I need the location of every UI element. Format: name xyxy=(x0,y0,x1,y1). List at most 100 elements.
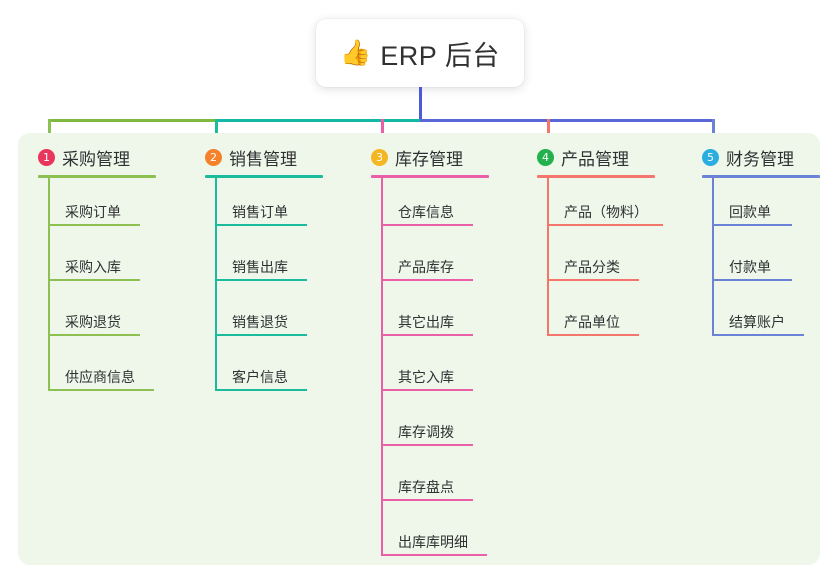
list-item-label: 付款单 xyxy=(729,259,771,275)
column-header-5[interactable]: 5 财务管理 xyxy=(694,144,794,170)
list-item-rule xyxy=(547,334,639,336)
column-header-2[interactable]: 2 销售管理 xyxy=(197,144,297,170)
list-item-label: 采购订单 xyxy=(65,204,121,220)
column-badge-1: 1 xyxy=(38,148,55,166)
list-item-rule xyxy=(381,554,487,556)
content-panel xyxy=(18,133,820,565)
list-item[interactable]: 采购入库 xyxy=(48,257,140,281)
list-item-rule xyxy=(48,334,140,336)
list-item[interactable]: 销售退货 xyxy=(215,312,307,336)
list-item-label: 采购入库 xyxy=(65,259,121,275)
list-item[interactable]: 仓库信息 xyxy=(381,202,473,226)
list-item-label: 库存盘点 xyxy=(398,479,454,495)
bar-teal-segment xyxy=(215,119,423,122)
list-item[interactable]: 产品单位 xyxy=(547,312,639,336)
list-item[interactable]: 库存盘点 xyxy=(381,477,473,501)
column-header-rule-3 xyxy=(371,175,489,178)
list-item[interactable]: 产品分类 xyxy=(547,257,639,281)
column-header-rule-5 xyxy=(702,175,820,178)
column-badge-2: 2 xyxy=(205,148,222,166)
bar-blue-segment xyxy=(420,119,715,122)
list-item[interactable]: 其它入库 xyxy=(381,367,473,391)
thumbs-up-icon: 👍 xyxy=(340,38,372,67)
list-item-label: 销售出库 xyxy=(232,259,288,275)
list-item-label: 产品库存 xyxy=(398,259,454,275)
list-item-label: 产品分类 xyxy=(564,259,620,275)
root-drop-connector xyxy=(419,87,422,122)
list-item-label: 销售订单 xyxy=(232,204,288,220)
list-item-rule xyxy=(381,499,473,501)
list-item[interactable]: 回款单 xyxy=(712,202,792,226)
column-1: 1 采购管理采购订单采购入库采购退货供应商信息 xyxy=(30,144,156,391)
list-item[interactable]: 销售出库 xyxy=(215,257,307,281)
list-item[interactable]: 出库库明细 xyxy=(381,532,487,556)
column-header-rule-4 xyxy=(537,175,655,178)
list-item-label: 出库库明细 xyxy=(398,534,468,550)
column-title-5: 财务管理 xyxy=(726,149,794,169)
list-item-rule xyxy=(48,224,140,226)
list-item-label: 产品单位 xyxy=(564,314,620,330)
column-badge-3: 3 xyxy=(371,148,388,166)
column-header-3[interactable]: 3 库存管理 xyxy=(363,144,463,170)
list-item-label: 产品（物料） xyxy=(564,204,648,220)
list-item-rule xyxy=(712,334,804,336)
list-item[interactable]: 供应商信息 xyxy=(48,367,154,391)
column-header-rule-1 xyxy=(38,175,156,178)
list-item[interactable]: 结算账户 xyxy=(712,312,804,336)
list-item[interactable]: 销售订单 xyxy=(215,202,307,226)
list-item-label: 供应商信息 xyxy=(65,369,135,385)
column-badge-4: 4 xyxy=(537,148,554,166)
column-2: 2 销售管理销售订单销售出库销售退货客户信息 xyxy=(197,144,323,391)
list-item[interactable]: 其它出库 xyxy=(381,312,473,336)
list-item[interactable]: 客户信息 xyxy=(215,367,307,391)
list-item-label: 其它入库 xyxy=(398,369,454,385)
column-spine-3 xyxy=(381,178,383,556)
list-item[interactable]: 采购订单 xyxy=(48,202,140,226)
list-item-label: 库存调拨 xyxy=(398,424,454,440)
list-item-rule xyxy=(215,279,307,281)
column-spine-1 xyxy=(48,178,50,391)
list-item-label: 结算账户 xyxy=(729,314,785,330)
bar-green-segment xyxy=(48,119,218,122)
list-item[interactable]: 库存调拨 xyxy=(381,422,473,446)
column-title-1: 采购管理 xyxy=(62,149,130,169)
list-item[interactable]: 付款单 xyxy=(712,257,792,281)
list-item-rule xyxy=(381,334,473,336)
list-item-rule xyxy=(215,334,307,336)
list-item-rule xyxy=(712,224,792,226)
list-item-rule xyxy=(547,224,663,226)
list-item-rule xyxy=(381,279,473,281)
root-node-card[interactable]: 👍 ERP 后台 xyxy=(316,19,524,87)
column-header-rule-2 xyxy=(205,175,323,178)
root-node-title: ERP 后台 xyxy=(380,40,500,71)
list-item[interactable]: 采购退货 xyxy=(48,312,140,336)
list-item-rule xyxy=(712,279,792,281)
column-3: 3 库存管理仓库信息产品库存其它出库其它入库库存调拨库存盘点出库库明细 xyxy=(363,144,489,556)
list-item-rule xyxy=(381,444,473,446)
list-item[interactable]: 产品库存 xyxy=(381,257,473,281)
list-item-label: 客户信息 xyxy=(232,369,288,385)
column-5: 5 财务管理回款单付款单结算账户 xyxy=(694,144,820,336)
column-header-1[interactable]: 1 采购管理 xyxy=(30,144,130,170)
list-item-rule xyxy=(215,224,307,226)
list-item-label: 仓库信息 xyxy=(398,204,454,220)
column-title-3: 库存管理 xyxy=(395,149,463,169)
column-title-2: 销售管理 xyxy=(229,149,297,169)
column-spine-4 xyxy=(547,178,549,336)
list-item-label: 其它出库 xyxy=(398,314,454,330)
list-item-rule xyxy=(547,279,639,281)
column-spine-5 xyxy=(712,178,714,336)
list-item-label: 回款单 xyxy=(729,204,771,220)
list-item-rule xyxy=(381,389,473,391)
list-item-label: 采购退货 xyxy=(65,314,121,330)
column-spine-2 xyxy=(215,178,217,391)
list-item-rule xyxy=(48,389,154,391)
column-badge-5: 5 xyxy=(702,148,719,166)
list-item[interactable]: 产品（物料） xyxy=(547,202,663,226)
list-item-rule xyxy=(48,279,140,281)
list-item-label: 销售退货 xyxy=(232,314,288,330)
list-item-rule xyxy=(215,389,307,391)
